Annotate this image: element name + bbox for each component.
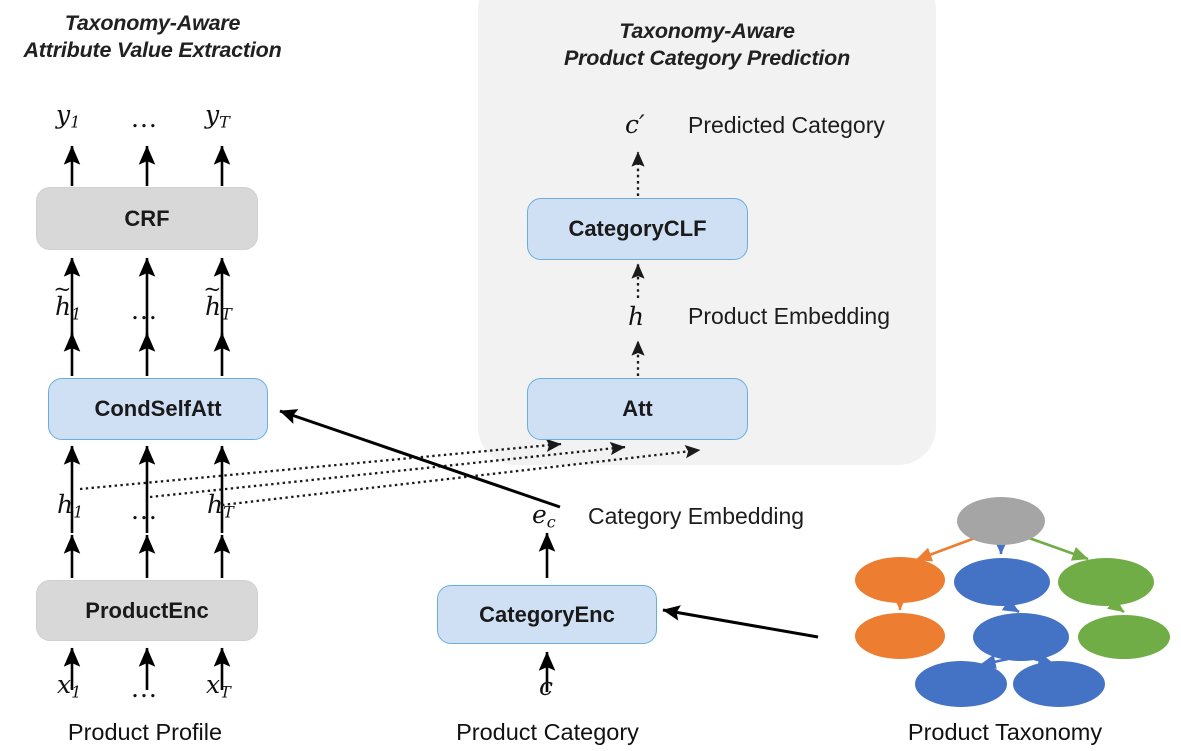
label-h-tilde-ellipsis: ... xyxy=(131,296,158,325)
taxonomy-node-b1 xyxy=(954,558,1050,606)
caption-product-profile: Product Profile xyxy=(67,719,223,745)
module-label-product-enc: ProductEnc xyxy=(85,597,209,623)
label-c: c xyxy=(539,672,554,701)
arrow-hT-to-att xyxy=(221,445,701,507)
label-x-ellipsis: ... xyxy=(131,674,158,703)
module-label-att: Att xyxy=(622,396,653,421)
taxonomy-node-b2 xyxy=(973,613,1069,661)
arrow-hdots-to-att xyxy=(149,441,626,499)
label-xT: xT xyxy=(206,670,231,702)
taxonomy-node-g1 xyxy=(1058,558,1154,606)
taxonomy-edge-root-o1 xyxy=(915,536,976,562)
label-c-prime: c′ xyxy=(625,110,645,139)
annotation-product-embedding: Product Embedding xyxy=(688,303,891,329)
label-hT: hT xyxy=(207,490,234,522)
module-box-crf[interactable]: CRF xyxy=(36,187,258,250)
section-title-left-line2: Attribute Value Extraction xyxy=(23,38,282,62)
arrow-h1-to-att xyxy=(79,438,562,491)
arrow-taxonomy-to-categoryenc xyxy=(662,605,819,639)
taxonomy-edge-root-g1 xyxy=(1028,536,1089,561)
module-box-att[interactable]: Att xyxy=(527,378,748,440)
module-label-cond-self-att: CondSelfAtt xyxy=(94,396,222,421)
annotation-predicted-category: Predicted Category xyxy=(688,112,885,138)
module-label-category-clf: CategoryCLF xyxy=(568,216,707,241)
label-h-tilde-T: ~hT xyxy=(203,276,232,324)
taxonomy-nodes xyxy=(855,497,1170,707)
taxonomy-node-o1 xyxy=(855,557,945,603)
taxonomy-node-b3 xyxy=(915,661,1007,707)
taxonomy-node-root xyxy=(957,497,1045,545)
caption-product-taxonomy: Product Taxonomy xyxy=(907,719,1103,745)
label-h1: h1 xyxy=(57,490,84,522)
section-title-left: Taxonomy-Aware Attribute Value Extractio… xyxy=(0,10,305,64)
caption-product-category: Product Category xyxy=(456,719,639,745)
taxonomy-node-b4 xyxy=(1013,661,1105,707)
section-title-left-line1: Taxonomy-Aware xyxy=(64,11,241,35)
module-label-crf: CRF xyxy=(124,205,170,231)
module-box-category-enc[interactable]: CategoryEnc xyxy=(437,585,657,644)
arrow-ec-to-condselfatt xyxy=(279,409,561,509)
label-h-ellipsis: ... xyxy=(131,496,158,525)
label-h-tilde-1: ~h1 xyxy=(53,276,82,324)
label-y-ellipsis: ... xyxy=(131,104,158,133)
label-h: h xyxy=(628,302,645,331)
label-y1: y1 xyxy=(56,100,81,132)
taxonomy-node-g2 xyxy=(1078,615,1170,659)
label-x1: x1 xyxy=(57,670,82,702)
taxonomy-tree xyxy=(855,497,1170,707)
section-title-right: Taxonomy-Aware Product Category Predicti… xyxy=(478,18,936,72)
label-e-c: ec xyxy=(532,500,556,532)
section-title-right-line2: Product Category Prediction xyxy=(563,46,851,70)
taxonomy-edge-b2-b3 xyxy=(979,654,1009,669)
module-box-product-enc[interactable]: ProductEnc xyxy=(36,580,258,641)
taxonomy-node-o2 xyxy=(855,613,945,659)
module-label-category-enc: CategoryEnc xyxy=(479,601,615,627)
section-title-right-line1: Taxonomy-Aware xyxy=(619,19,795,43)
module-box-cond-self-att[interactable]: CondSelfAtt xyxy=(48,378,268,440)
label-yT: yT xyxy=(205,100,230,132)
module-box-category-clf[interactable]: CategoryCLF xyxy=(527,198,748,260)
annotation-category-embedding: Category Embedding xyxy=(588,503,805,529)
